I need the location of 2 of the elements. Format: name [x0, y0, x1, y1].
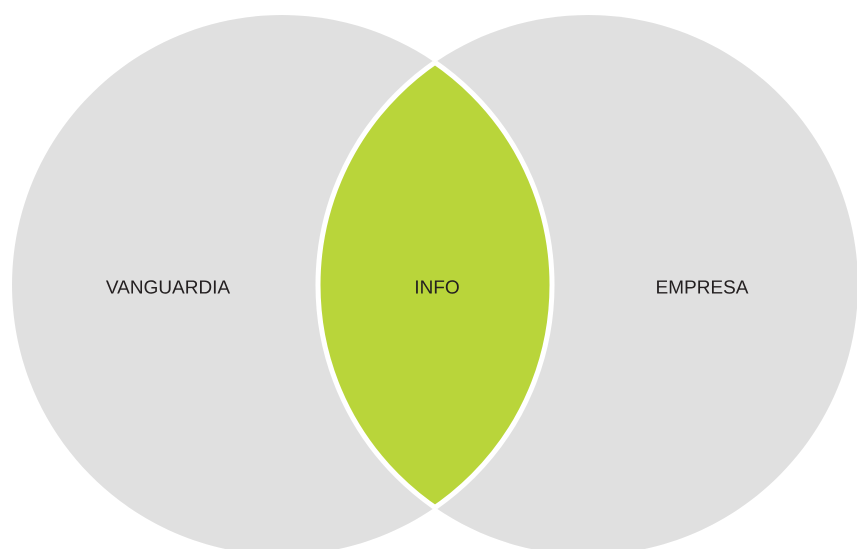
node-label: EMPRESA [657, 280, 748, 294]
venn-intersection: INFO [318, 15, 554, 549]
